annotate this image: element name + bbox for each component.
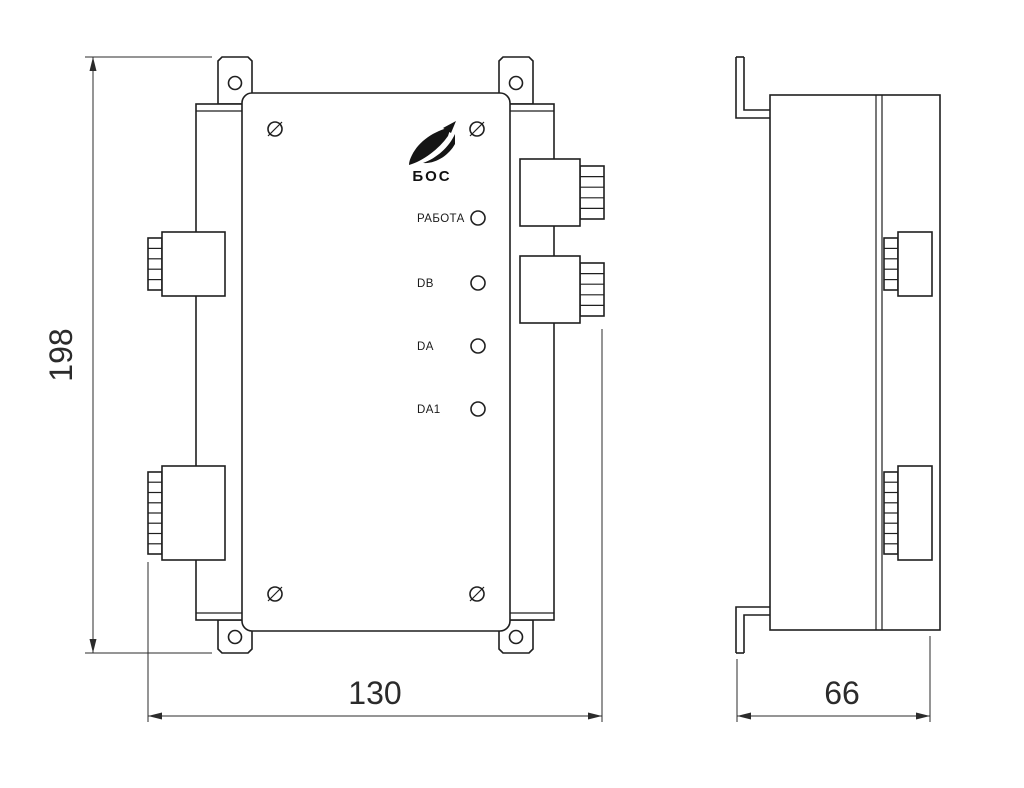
dimension-height: 198 <box>43 56 212 654</box>
tab-hole <box>508 629 524 645</box>
dimension-width: 130 <box>147 329 603 722</box>
tab-hole <box>227 75 243 91</box>
side-connector-lower <box>883 465 933 561</box>
connector-block-left-upper <box>147 231 226 297</box>
led-indicator-db <box>470 275 486 291</box>
connector-block-right-upper <box>519 158 605 227</box>
led-label-db: DB <box>417 278 434 290</box>
led-indicator-rabota <box>470 210 486 226</box>
screw-bottom-left <box>267 586 283 602</box>
dimension-depth: 66 <box>736 636 931 722</box>
front-panel <box>241 92 511 632</box>
side-bracket-bottom <box>735 606 770 654</box>
led-label-da1: DA1 <box>417 404 441 416</box>
dimension-value-height: 198 <box>43 328 79 381</box>
led-indicator-da <box>470 338 486 354</box>
dimension-value-depth: 66 <box>824 675 860 711</box>
screw-bottom-right <box>469 586 485 602</box>
front-view: БОС РАБОТА DB DA DA1 <box>147 56 605 654</box>
led-row-da1: DA1 <box>417 401 486 417</box>
led-label-da: DA <box>417 341 434 353</box>
connector-block-left-lower <box>147 465 226 561</box>
led-row-db: DB <box>417 275 486 291</box>
side-view <box>735 56 941 654</box>
led-label-rabota: РАБОТА <box>417 213 465 225</box>
dimension-value-width: 130 <box>348 675 401 711</box>
led-indicator-da1 <box>470 401 486 417</box>
tab-hole <box>508 75 524 91</box>
led-row-da: DA <box>417 338 486 354</box>
led-row-rabota: РАБОТА <box>417 210 486 226</box>
tab-hole <box>227 629 243 645</box>
screw-top-left <box>267 121 283 137</box>
bird-logo-icon <box>409 121 456 165</box>
connector-block-right-lower <box>519 255 605 324</box>
device-label: БОС <box>412 168 451 185</box>
side-connector-upper <box>883 231 933 297</box>
side-bracket-top <box>735 56 770 119</box>
screw-top-right <box>469 121 485 137</box>
